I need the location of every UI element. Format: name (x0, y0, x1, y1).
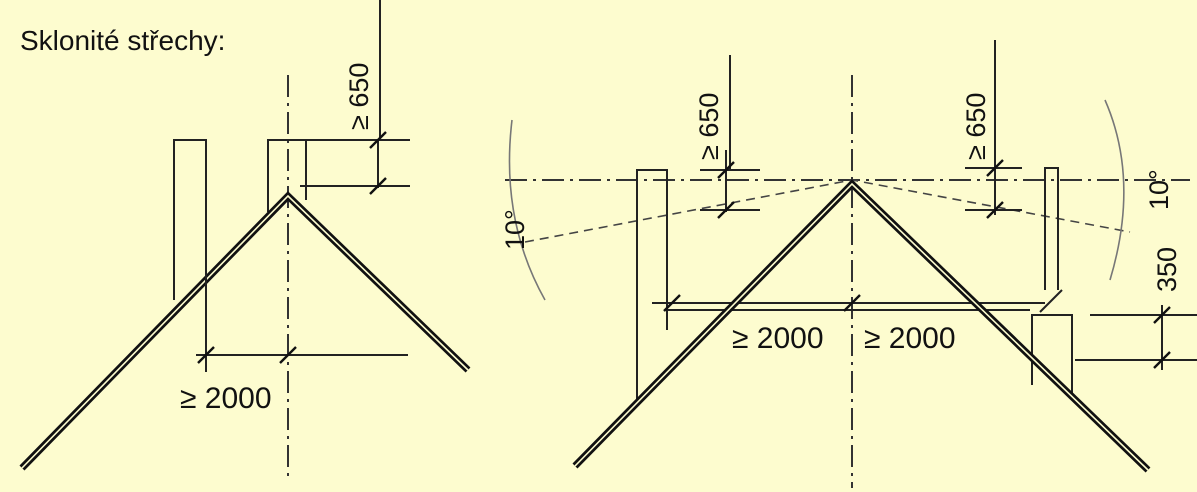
left-distance-tick-left (197, 346, 215, 364)
right-chimney-left (636, 169, 668, 400)
right-angle-arc-left (508, 119, 546, 301)
left-chimney-ridge (267, 139, 307, 212)
right-distance-tick-left (663, 294, 681, 312)
diagram-title: Sklonité střechy: (20, 25, 225, 56)
right-left-height-label: ≥ 650 (694, 93, 724, 160)
left-height-label: ≥ 650 (344, 63, 374, 130)
right-left-height-tick-top (717, 161, 735, 179)
left-distance-tick-right (279, 346, 297, 364)
right-clearance-label: 350 (1152, 247, 1182, 292)
right-distance-label-left: ≥ 2000 (732, 322, 824, 355)
right-left-height-tick-bottom (717, 201, 735, 219)
right-angle-label-right: 10° (1144, 169, 1174, 210)
right-roof-diagram: ≥ 650 ≥ 650 10° 10° 350 ≥ 2000 ≥ 2000 (500, 40, 1197, 488)
right-clearance-tick-top (1153, 306, 1171, 324)
right-right-height-label: ≥ 650 (961, 93, 991, 160)
right-chimney-right (1044, 167, 1059, 290)
right-right-height-tick-top (986, 159, 1004, 177)
left-height-tick-bottom (369, 177, 387, 195)
right-right-height-tick-bottom (986, 201, 1004, 219)
left-roof (19, 191, 471, 471)
left-height-tick-top (369, 131, 387, 149)
right-distance-tick-center (843, 294, 861, 312)
left-roof-inner (21, 194, 469, 469)
left-distance-label: ≥ 2000 (180, 382, 272, 415)
right-distance-label-right: ≥ 2000 (864, 322, 956, 355)
right-chimney-bevel (1039, 289, 1063, 313)
right-roof-inner (574, 182, 1149, 471)
left-roof-diagram: ≥ 650 ≥ 2000 (19, 0, 471, 480)
right-angle-label-left: 10° (500, 209, 530, 250)
right-angle-arc-right (1104, 99, 1125, 281)
right-roof (572, 179, 1151, 473)
left-chimney-outer (173, 139, 207, 300)
right-clearance-tick-bottom (1153, 351, 1171, 369)
right-chimney-base (1031, 314, 1073, 400)
